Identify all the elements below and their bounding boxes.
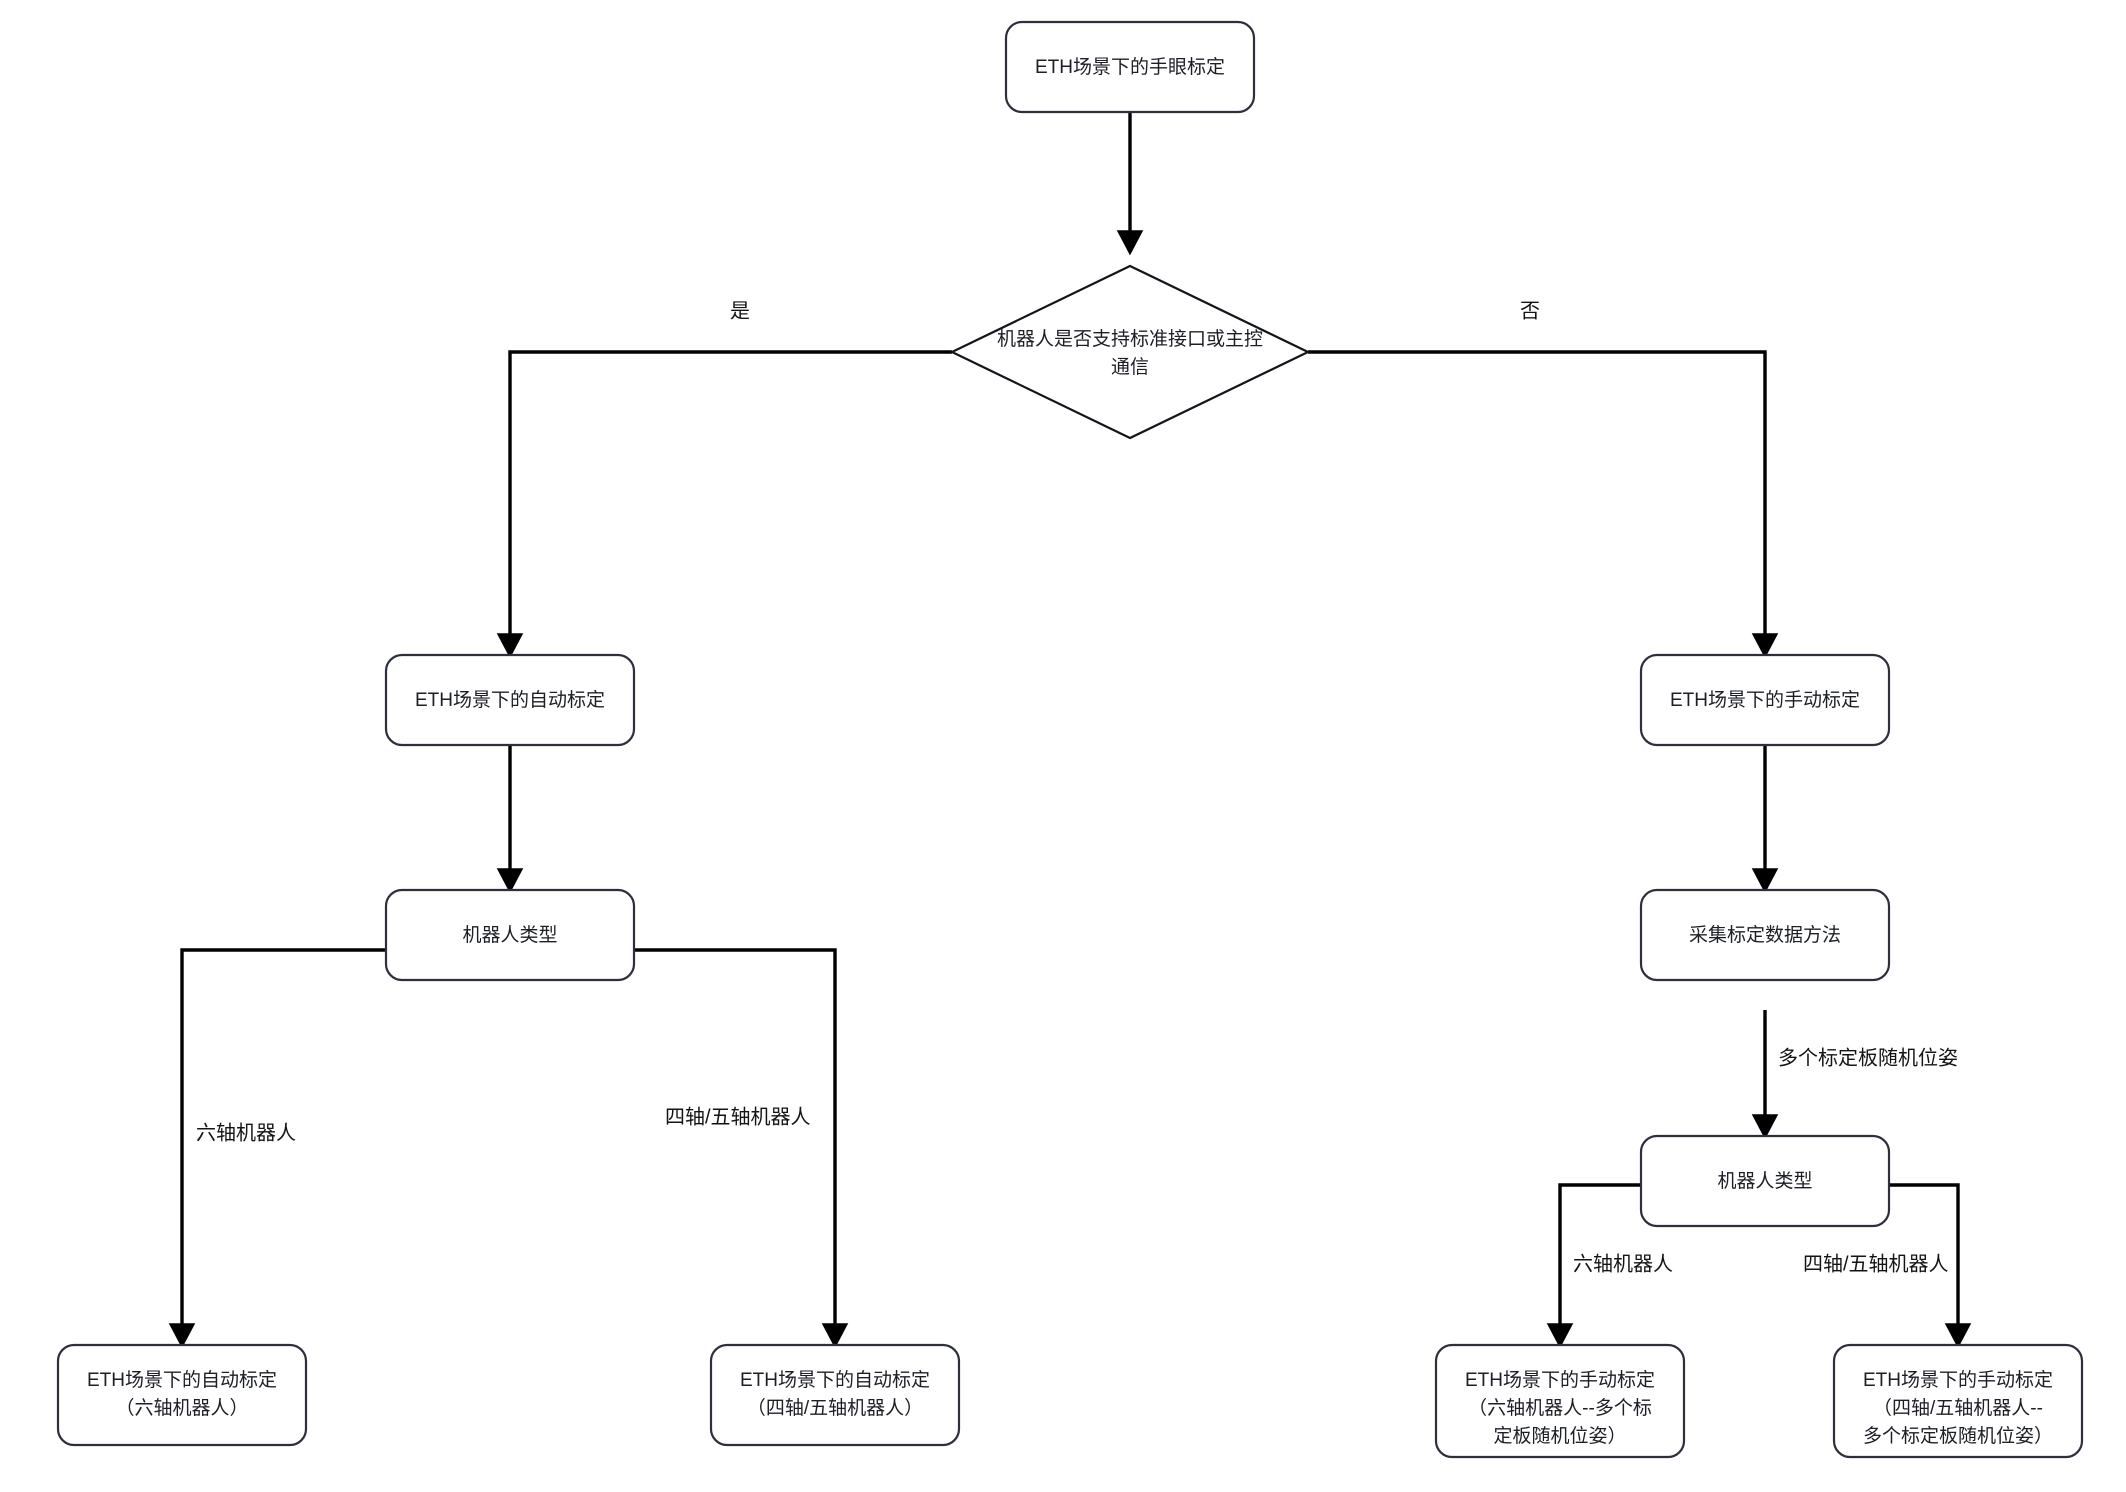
edge-label-no: 否	[1520, 300, 1540, 322]
node-robot-type-left-shape[interactable]	[384, 888, 636, 982]
node-decision-shape[interactable]	[949, 264, 1311, 440]
node-decision-label-line2: 通信	[1111, 356, 1149, 378]
node-decision-robot-interface[interactable]: 机器人是否支持标准接口或主控 通信	[949, 264, 1311, 440]
edge-label-random-poses: 多个标定板随机位姿	[1778, 1046, 1958, 1069]
edge-decision-yes: 是	[496, 300, 952, 659]
node-auto-calibration-label: ETH场景下的自动标定	[415, 689, 605, 711]
node-auto-six-axis-shape[interactable]	[56, 1343, 308, 1447]
node-root[interactable]: ETH场景下的手眼标定	[1004, 20, 1256, 114]
node-auto-calibration[interactable]: ETH场景下的自动标定	[384, 653, 636, 747]
node-manual-four-five-axis[interactable]: ETH场景下的手动标定 （四轴/五轴机器人-- 多个标定板随机位姿）	[1832, 1343, 2084, 1459]
node-auto-four-five-axis-label-line2: （四轴/五轴机器人）	[747, 1397, 923, 1419]
node-robot-type-right-shape[interactable]	[1639, 1134, 1891, 1228]
node-manual-calibration-label: ETH场景下的手动标定	[1670, 689, 1860, 711]
node-manual-four-five-axis-label-line1: ETH场景下的手动标定	[1863, 1369, 2053, 1391]
edge-label-four-five-axis-left: 四轴/五轴机器人	[665, 1105, 811, 1128]
node-manual-four-five-axis-label-line2: （四轴/五轴机器人--	[1873, 1397, 2043, 1419]
node-manual-four-five-axis-shape[interactable]	[1832, 1343, 2084, 1459]
node-robot-type-right[interactable]: 机器人类型	[1639, 1134, 1891, 1228]
node-auto-four-five-axis-shape[interactable]	[709, 1343, 961, 1447]
node-auto-four-five-axis[interactable]: ETH场景下的自动标定 （四轴/五轴机器人）	[709, 1343, 961, 1447]
node-robot-type-left-label: 机器人类型	[462, 924, 557, 946]
node-manual-six-axis-shape[interactable]	[1434, 1343, 1686, 1459]
edge-label-six-axis-right: 六轴机器人	[1573, 1252, 1673, 1275]
node-collect-method[interactable]: 采集标定数据方法	[1639, 888, 1891, 982]
edge-label-four-five-axis-right: 四轴/五轴机器人	[1803, 1252, 1949, 1275]
node-auto-calibration-shape[interactable]	[384, 653, 636, 747]
edge-collect-to-robottype: 多个标定板随机位姿	[1751, 1010, 1958, 1140]
node-auto-four-five-axis-label-line1: ETH场景下的自动标定	[740, 1369, 930, 1391]
node-manual-four-five-axis-label-line3: 多个标定板随机位姿）	[1863, 1425, 2053, 1447]
node-auto-six-axis[interactable]: ETH场景下的自动标定 （六轴机器人）	[56, 1343, 308, 1447]
edge-label-six-axis-left: 六轴机器人	[196, 1121, 296, 1144]
node-decision-label-line1: 机器人是否支持标准接口或主控	[997, 328, 1263, 350]
node-auto-six-axis-label-line1: ETH场景下的自动标定	[87, 1369, 277, 1391]
node-robot-type-left[interactable]: 机器人类型	[384, 888, 636, 982]
edge-label-yes: 是	[730, 300, 750, 322]
edge-robottype-right-four-five-axis: 四轴/五轴机器人	[1803, 1183, 1972, 1349]
node-root-shape[interactable]	[1004, 20, 1256, 114]
node-manual-calibration-shape[interactable]	[1639, 653, 1891, 747]
node-root-label: ETH场景下的手眼标定	[1035, 56, 1225, 78]
edge-robottype-four-five-axis: 四轴/五轴机器人	[632, 948, 849, 1349]
node-manual-six-axis-label-line2: （六轴机器人--多个标	[1468, 1397, 1652, 1419]
edge-robottype-six-axis: 六轴机器人	[168, 948, 388, 1349]
node-manual-six-axis[interactable]: ETH场景下的手动标定 （六轴机器人--多个标 定板随机位姿）	[1434, 1343, 1686, 1459]
node-manual-six-axis-label-line1: ETH场景下的手动标定	[1465, 1369, 1655, 1391]
edge-robottype-right-six-axis: 六轴机器人	[1546, 1183, 1673, 1349]
edge-decision-no: 否	[1308, 300, 1779, 659]
node-collect-method-label: 采集标定数据方法	[1689, 924, 1841, 946]
node-manual-calibration[interactable]: ETH场景下的手动标定	[1639, 653, 1891, 747]
node-collect-method-shape[interactable]	[1639, 888, 1891, 982]
node-manual-six-axis-label-line3: 定板随机位姿）	[1493, 1425, 1626, 1447]
node-auto-six-axis-label-line2: （六轴机器人）	[115, 1397, 248, 1419]
node-robot-type-right-label: 机器人类型	[1717, 1170, 1812, 1192]
